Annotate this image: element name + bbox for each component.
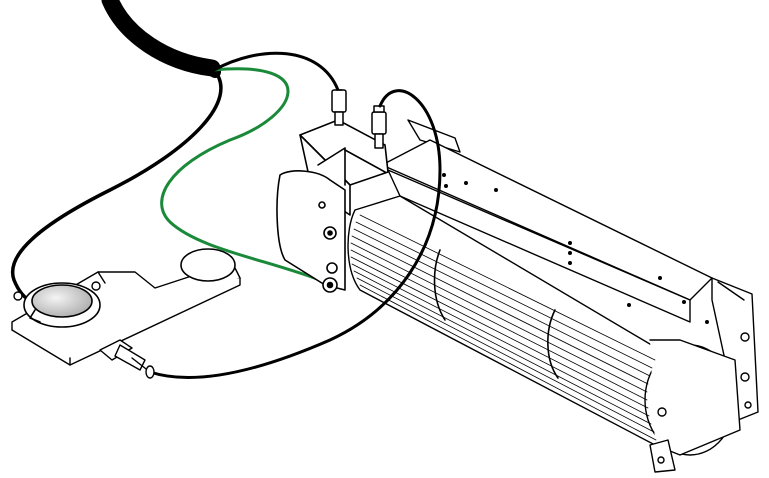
- ground-lead: [160, 67, 327, 284]
- blower-wheel: [350, 214, 657, 441]
- spade-connector: [99, 339, 155, 379]
- second-disc: [180, 248, 236, 282]
- black-lead-to-switch: [10, 68, 223, 304]
- black-lead-to-motor-upper: [212, 51, 340, 92]
- motor-terminal-right: [371, 105, 387, 149]
- motor-terminal-left: [331, 89, 347, 126]
- motor: [276, 119, 389, 293]
- power-cord: [101, 0, 221, 78]
- black-lead-to-motor: [148, 89, 442, 379]
- housing-holes: [442, 173, 709, 324]
- blower-housing: [347, 119, 759, 473]
- switch-bolt: [13, 281, 101, 301]
- thermo-disc-switch: [23, 282, 101, 328]
